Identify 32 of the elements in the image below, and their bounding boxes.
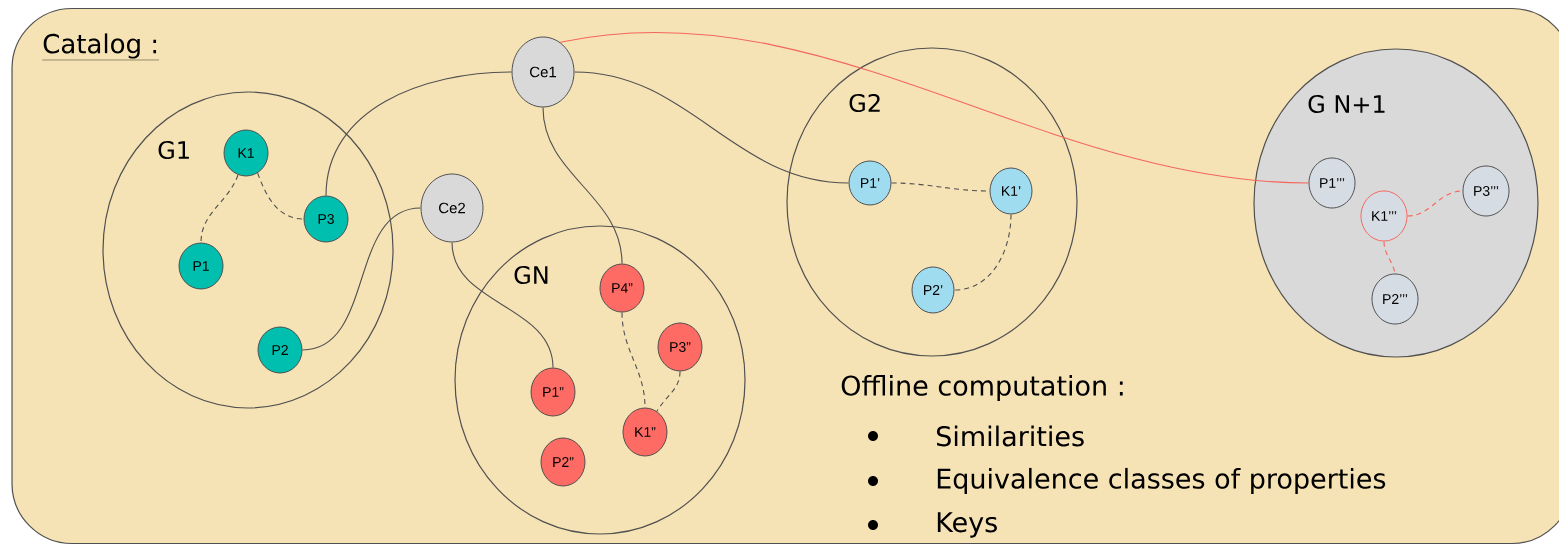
circle-node: K1 <box>223 129 269 177</box>
circle-node: K1’’’ <box>1360 190 1408 242</box>
connector-line <box>200 174 239 244</box>
circle-node: P2’’’ <box>1371 273 1419 325</box>
connector-line <box>301 207 422 351</box>
heading-text: Offline computation : <box>841 374 1123 402</box>
circle-node: Ce1 <box>511 36 575 108</box>
circle-node: P3 <box>303 195 349 243</box>
connector-line <box>542 106 623 265</box>
circle-node: P1’ <box>848 160 892 206</box>
circle-node: P4” <box>599 263 645 313</box>
connector-line <box>325 71 513 197</box>
bullet-item: Equivalence classes of properties <box>868 467 1386 495</box>
connector-line <box>257 172 305 220</box>
circle-node: P3” <box>657 322 703 372</box>
connector-line <box>573 71 850 184</box>
circle-node: P1” <box>530 367 576 417</box>
circle-node: P1 <box>178 242 224 290</box>
circle-node: P2” <box>540 437 586 487</box>
circle-node: P3’’’ <box>1462 165 1510 217</box>
circle-node: Ce2 <box>420 173 484 243</box>
circle-node: K1’ <box>989 167 1033 215</box>
connector-line <box>656 370 681 412</box>
circle-node: P2’ <box>911 266 955 314</box>
bullet-item: Similarities <box>868 425 1084 447</box>
connector-line <box>451 241 554 369</box>
bullet-item: Keys <box>868 512 997 538</box>
circle-node: P1’’’ <box>1308 157 1356 209</box>
connector-line <box>559 32 1310 184</box>
circle-node: P2 <box>257 326 303 374</box>
connector-line <box>953 213 1012 291</box>
circle-node: K1” <box>622 407 668 457</box>
